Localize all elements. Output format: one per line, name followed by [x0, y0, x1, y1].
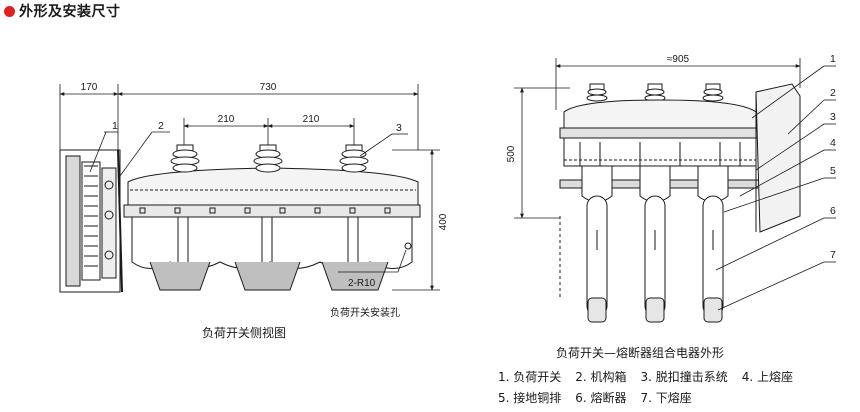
insulator-3 — [339, 144, 369, 173]
right-callout-2: 2 — [830, 87, 836, 99]
top-insulators — [586, 83, 724, 102]
right-callout-4: 4 — [830, 137, 836, 149]
left-callout-2: 2 — [158, 120, 164, 132]
legend-item-3: 3. 脱扣撞击系统 — [640, 370, 728, 384]
rivet-row — [139, 207, 391, 214]
left-side-view — [59, 84, 440, 293]
legend-item-1: 1. 负荷开关 — [498, 370, 562, 384]
right-leaders — [715, 65, 836, 311]
right-callout-5: 5 — [830, 165, 836, 177]
legend-row-1: 1. 负荷开关 2. 机构箱 3. 脱扣撞击系统 4. 上熔座 — [498, 368, 793, 385]
legend-item-7: 7. 下熔座 — [640, 391, 692, 405]
legend-row-2: 5. 接地铜排 6. 熔断器 7. 下熔座 — [498, 389, 692, 406]
load-switch-body — [123, 167, 421, 291]
legend-item-4: 4. 上熔座 — [741, 370, 794, 384]
insulator-2 — [253, 144, 283, 173]
right-dimensions — [514, 58, 801, 219]
right-callout-6: 6 — [830, 205, 836, 217]
right-callout-7: 7 — [830, 249, 836, 261]
right-outline-view — [514, 58, 836, 323]
dim-210-a: 210 — [218, 114, 235, 125]
right-callout-1: 1 — [830, 53, 836, 65]
section-title: 外形及安装尺寸 — [19, 4, 121, 20]
dim-170: 170 — [81, 82, 98, 93]
left-dimensions — [59, 84, 440, 291]
dim-500: 500 — [506, 145, 517, 162]
left-callout-1: 1 — [112, 120, 118, 132]
red-bullet-icon — [4, 5, 15, 17]
dim-905: ≈905 — [667, 54, 690, 65]
left-leaders — [89, 131, 408, 273]
fuse-assemblies — [559, 165, 729, 323]
left-view-caption: 负荷开关侧视图 — [202, 326, 287, 340]
insulator-1 — [170, 144, 200, 173]
left-callout-3: 3 — [396, 122, 402, 134]
right-callout-3: 3 — [830, 111, 836, 123]
legend-item-5: 5. 接地铜排 — [498, 391, 562, 405]
dim-400: 400 — [438, 213, 449, 230]
legend-item-6: 6. 熔断器 — [575, 391, 627, 405]
legend-item-2: 2. 机构箱 — [575, 370, 627, 384]
section-header: 外形及安装尺寸 — [4, 2, 121, 20]
dim-730: 730 — [260, 82, 277, 93]
right-view-caption: 负荷开关—熔断器组合电器外形 — [556, 346, 725, 360]
dim-210-b: 210 — [303, 114, 320, 125]
mechanism-box-left — [59, 149, 123, 293]
hole-label: 2-R10 — [348, 278, 376, 289]
hole-caption: 负荷开关安装孔 — [330, 308, 400, 319]
